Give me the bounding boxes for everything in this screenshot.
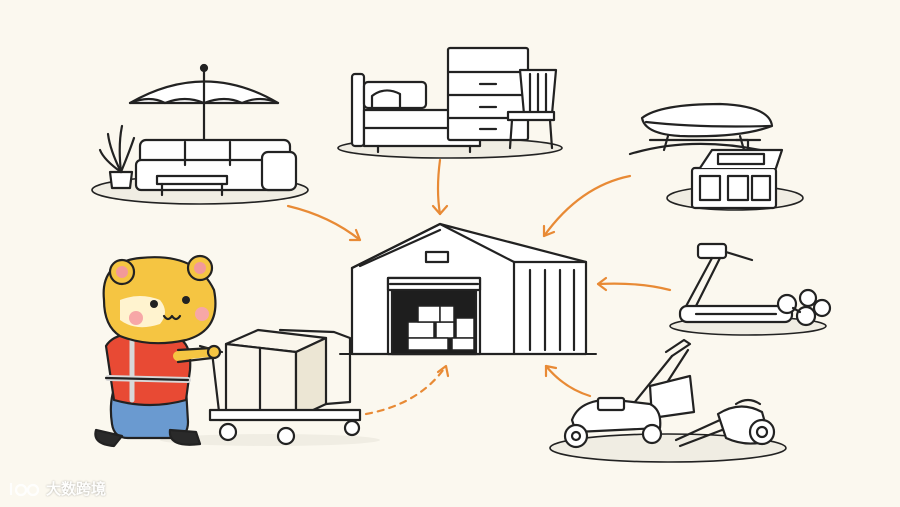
arrow-from-mower [544, 364, 592, 398]
lawn-mower-blower-icon [549, 338, 787, 463]
arrow-from-hamster-head [436, 364, 450, 378]
arrow-from-patio-head [348, 228, 362, 242]
kjb-logo-icon [9, 482, 40, 496]
arrow-from-mower-head [544, 364, 558, 378]
bedroom-furniture-icon [337, 46, 563, 159]
arrow-from-hamster [364, 364, 448, 416]
arrow-from-bedroom-head [431, 204, 449, 216]
roof-box-toolbox-icon [628, 102, 804, 211]
hamster-mover-icon [94, 254, 380, 448]
watermark-text: 大数跨境 [46, 480, 107, 498]
arrow-from-roofbox [542, 174, 632, 238]
arrow-from-treadmill-head [596, 276, 608, 292]
arrow-from-roofbox-head [542, 224, 556, 238]
storage-warehouse-icon [339, 222, 597, 356]
treadmill-dumbbell-icon [669, 242, 832, 336]
arrow-from-patio [286, 204, 362, 242]
patio-furniture-icon [91, 63, 309, 205]
arrow-from-bedroom [436, 158, 442, 216]
flow-arrows [286, 158, 672, 416]
arrow-from-treadmill [596, 282, 672, 292]
watermark: 大数跨境 [8, 478, 106, 499]
